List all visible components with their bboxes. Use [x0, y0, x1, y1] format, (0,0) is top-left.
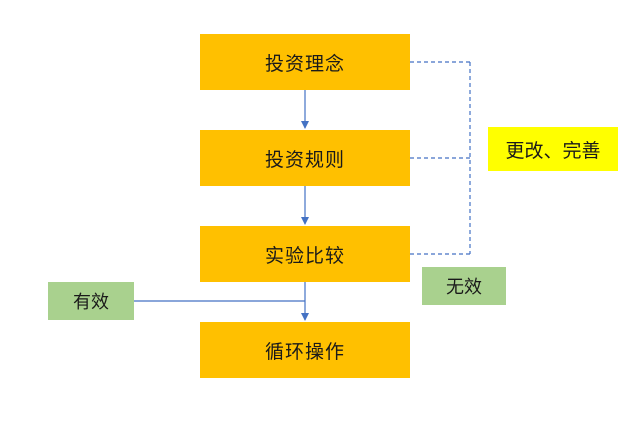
invalid-label: 无效	[422, 267, 506, 305]
step-investment-rules: 投资规则	[200, 130, 410, 186]
feedback-label: 更改、完善	[488, 127, 618, 171]
valid-label: 有效	[48, 282, 134, 320]
step-investment-philosophy: 投资理念	[200, 34, 410, 90]
step-loop-operation: 循环操作	[200, 322, 410, 378]
step-experiment-comparison: 实验比较	[200, 226, 410, 282]
